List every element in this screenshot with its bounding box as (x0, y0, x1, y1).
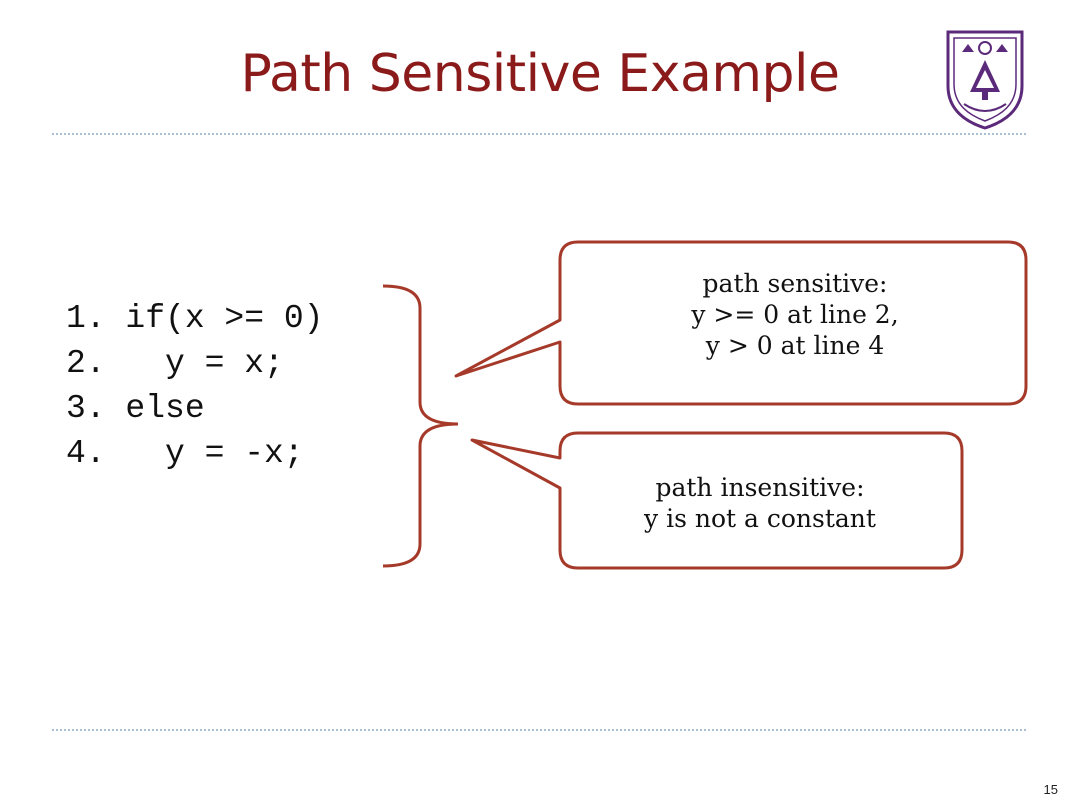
slide-title: Path Sensitive Example (240, 44, 840, 104)
callout-sensitive-text: path sensitive: y >= 0 at line 2, y > 0 … (565, 268, 1025, 361)
code-brace (382, 284, 459, 568)
callout-insensitive-line-2: y is not a constant (644, 504, 876, 533)
code-block: 1. if(x >= 0) 2. y = x; 3. else 4. y = -x; (66, 296, 323, 476)
callout-sensitive-line-3: y > 0 at line 4 (705, 331, 885, 360)
code-line-4: 4. y = -x; (66, 435, 304, 472)
code-line-2: 2. y = x; (66, 345, 284, 382)
callout-sensitive-line-1: path sensitive: (702, 269, 888, 298)
callout-insensitive-text: path insensitive: y is not a constant (560, 472, 960, 534)
code-line-1: 1. if(x >= 0) (66, 300, 324, 337)
top-divider (52, 133, 1026, 135)
page-number: 15 (1043, 782, 1058, 797)
callout-insensitive-bubble (470, 431, 964, 570)
callout-sensitive-line-2: y >= 0 at line 2, (691, 300, 899, 329)
callout-sensitive-bubble (454, 240, 1028, 406)
bottom-divider (52, 729, 1026, 731)
callout-insensitive-line-1: path insensitive: (655, 473, 865, 502)
university-seal-icon (946, 30, 1024, 130)
code-line-3: 3. else (66, 390, 205, 427)
